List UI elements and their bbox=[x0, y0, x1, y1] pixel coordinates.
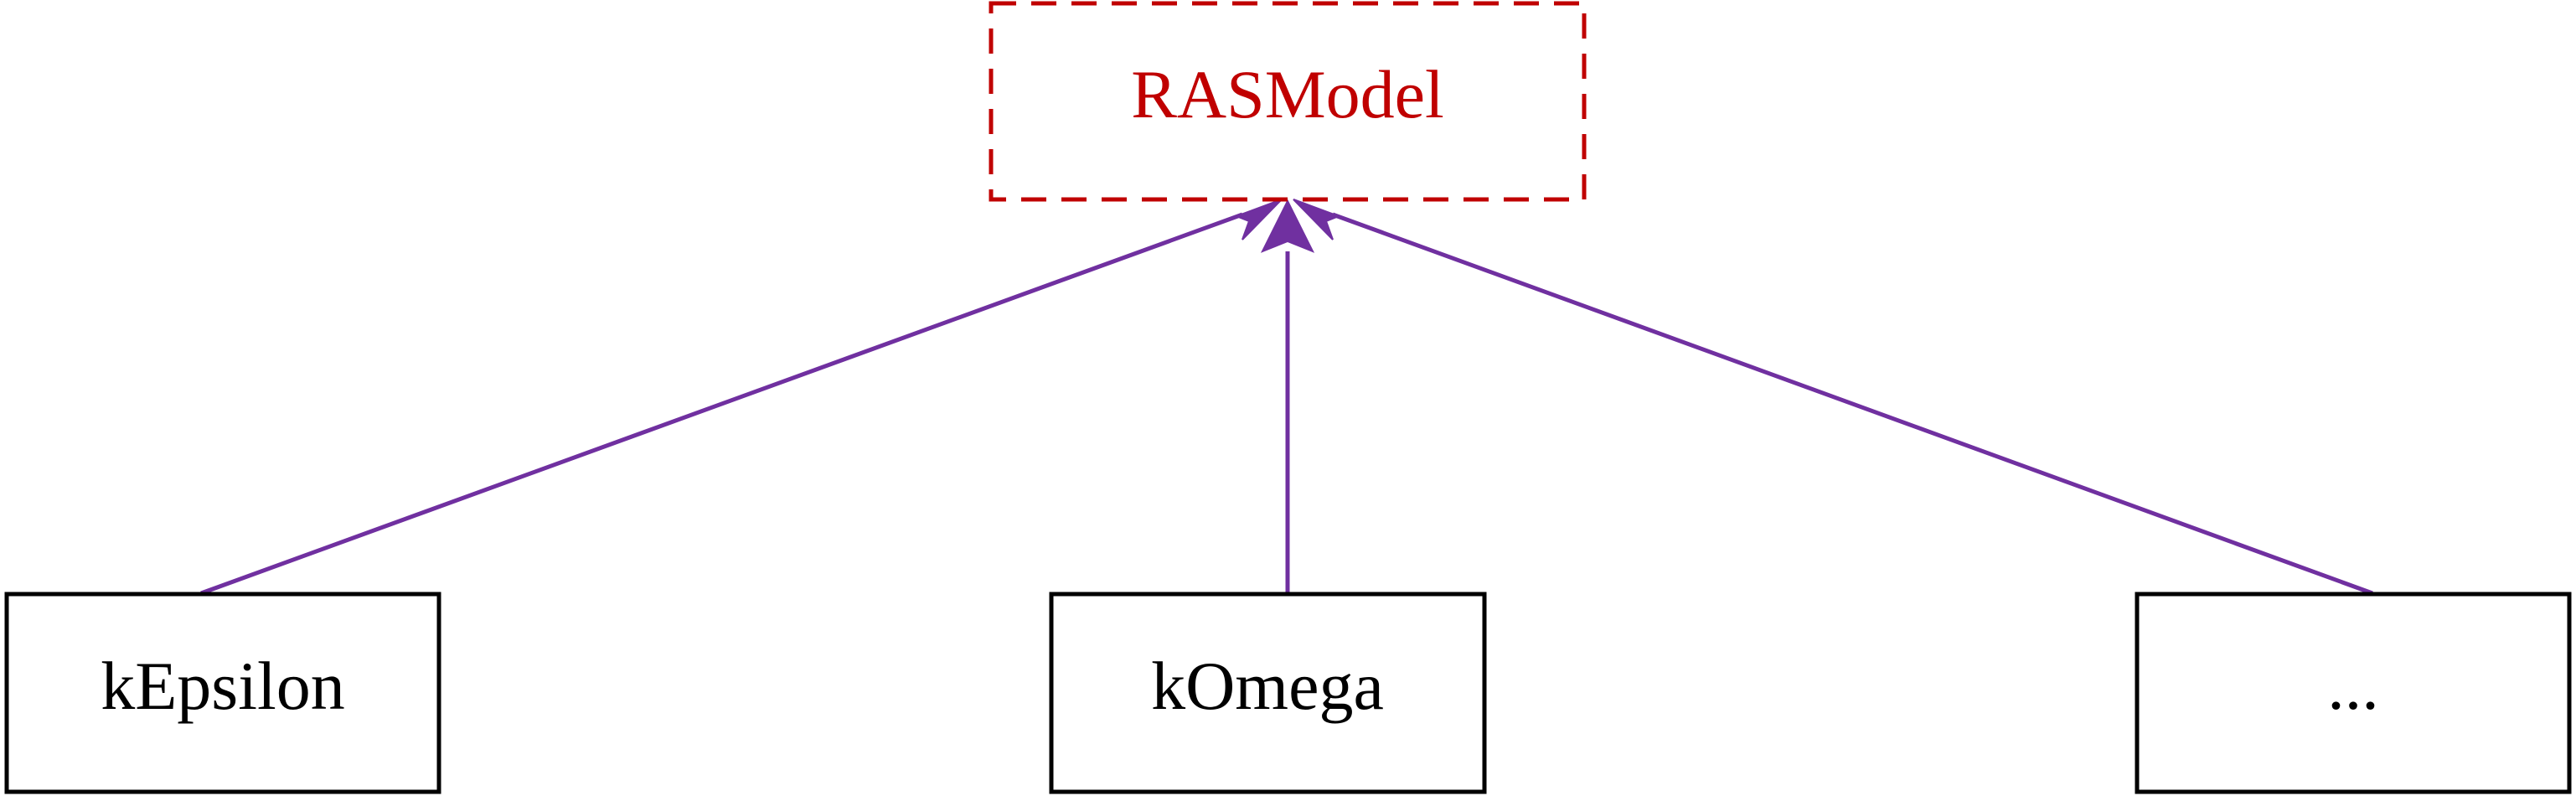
node-rasmodel-label: RASModel bbox=[1131, 56, 1444, 132]
edges bbox=[200, 212, 2373, 596]
node-ellipsis-label: ... bbox=[2327, 648, 2379, 724]
node-kepsilon: kEpsilon bbox=[4, 592, 441, 794]
arrowheads bbox=[1234, 199, 1341, 253]
arrowhead-center-icon bbox=[1260, 199, 1315, 253]
edge-ellipsis-to-rasmodel bbox=[1332, 212, 2373, 596]
arrowhead-right-icon bbox=[1293, 199, 1341, 240]
node-kepsilon-label: kEpsilon bbox=[101, 648, 345, 724]
edge-kepsilon-to-rasmodel bbox=[200, 212, 1243, 596]
node-kepsilon-box bbox=[4, 592, 441, 794]
node-ellipsis-box bbox=[2135, 592, 2572, 794]
node-rasmodel: RASModel bbox=[989, 1, 1587, 202]
node-komega: kOmega bbox=[1049, 592, 1487, 794]
node-komega-box bbox=[1049, 592, 1487, 794]
node-rasmodel-box bbox=[989, 1, 1587, 202]
node-komega-label: kOmega bbox=[1151, 648, 1384, 724]
arrowhead-left-icon bbox=[1234, 199, 1283, 240]
node-ellipsis: ... bbox=[2135, 592, 2572, 794]
